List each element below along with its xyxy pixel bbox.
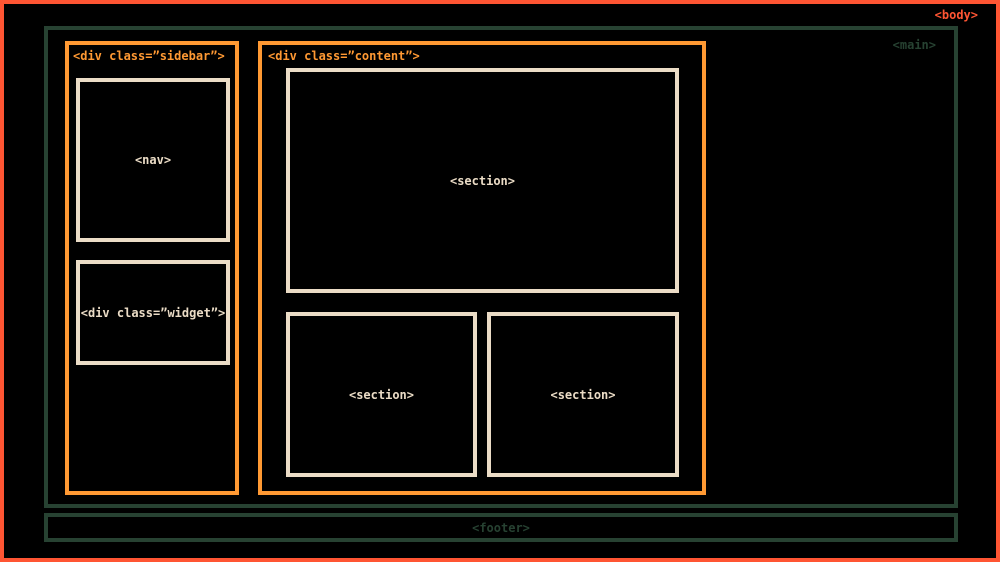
nav-box: <nav>: [76, 78, 230, 242]
content-box: <div class=”content”>: [258, 41, 706, 495]
sidebar-box: <div class=”sidebar”>: [65, 41, 239, 495]
content-label: <div class=”content”>: [268, 49, 420, 63]
section-box: <section>: [286, 68, 679, 293]
section-box: <section>: [487, 312, 679, 477]
sidebar-label: <div class=”sidebar”>: [73, 49, 225, 63]
body-label: <body>: [934, 8, 978, 22]
widget-label: <div class=”widget”>: [80, 305, 226, 320]
widget-box: <div class=”widget”>: [76, 260, 230, 365]
nav-label: <nav>: [134, 153, 172, 167]
footer-label: <footer>: [472, 520, 530, 535]
section-label: <section>: [348, 387, 415, 402]
section-box: <section>: [286, 312, 477, 477]
section-label: <section>: [449, 173, 516, 188]
footer-box: <footer>: [44, 513, 958, 542]
main-box: <main>: [44, 26, 958, 508]
main-label: <main>: [892, 38, 936, 52]
section-label: <section>: [550, 387, 616, 402]
